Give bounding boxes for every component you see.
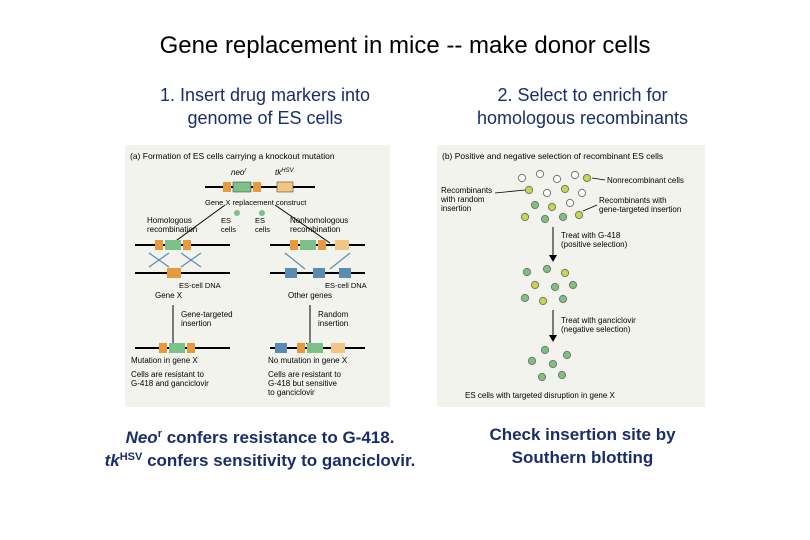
nonrecombinant-pointer bbox=[591, 177, 606, 181]
other-gene-c bbox=[339, 268, 351, 278]
nonrecombinant-label: Nonrecombinant cells bbox=[607, 176, 684, 185]
es-cell-right bbox=[259, 210, 265, 216]
gene-x-label: Gene X bbox=[155, 291, 183, 300]
right-exon-a bbox=[290, 240, 298, 250]
final-cell-cluster bbox=[527, 345, 572, 382]
left-exon-b bbox=[183, 240, 191, 250]
after-g418-cluster bbox=[520, 264, 578, 306]
panel-background bbox=[437, 145, 705, 407]
panel-a-caption: (a) Formation of ES cells carrying a kno… bbox=[130, 151, 335, 161]
random-recomb-pointer bbox=[494, 189, 526, 194]
knockout-diagram: (a) Formation of ES cells carrying a kno… bbox=[125, 145, 390, 407]
right-neo bbox=[300, 240, 316, 250]
result-right-gene-a bbox=[275, 343, 287, 353]
crossover-marks bbox=[148, 252, 202, 268]
left-exon-a bbox=[155, 240, 163, 250]
no-mutation-label: No mutation in gene X bbox=[268, 356, 348, 365]
treat-g418-label: Treat with G-418(positive selection) bbox=[561, 231, 628, 249]
result-left-exon-b bbox=[187, 343, 195, 353]
selection-diagram-svg: (b) Positive and negative selection of r… bbox=[437, 145, 705, 407]
construct-exon-2 bbox=[253, 182, 261, 192]
neo-marker bbox=[232, 181, 252, 193]
random-join-marks bbox=[284, 252, 351, 270]
construct-label: Gene X replacement construct bbox=[205, 198, 307, 207]
es-cell-left bbox=[234, 210, 240, 216]
other-genes-label: Other genes bbox=[288, 291, 332, 300]
result-right-tk bbox=[331, 343, 345, 353]
knockout-diagram-svg: (a) Formation of ES cells carrying a kno… bbox=[125, 145, 390, 407]
result-left-neo bbox=[169, 343, 185, 353]
result-right-exon bbox=[297, 343, 305, 353]
right-caption-line2: Southern blotting bbox=[511, 448, 654, 467]
left-caption: Neor confers resistance to G-418. tkHSV … bbox=[80, 426, 440, 472]
left-heading-line2: genome of ES cells bbox=[187, 108, 343, 128]
left-heading-line1: 1. Insert drug markers into bbox=[159, 85, 371, 105]
tk-label: tkHSV bbox=[275, 168, 295, 177]
targeted-recomb-pointer bbox=[582, 204, 598, 212]
construct-exon bbox=[223, 182, 231, 192]
left-neo bbox=[165, 240, 181, 250]
arrow-nonhomologous bbox=[274, 204, 331, 244]
right-heading-line2: homologous recombinants bbox=[476, 108, 689, 128]
arrowhead-ganciclovir bbox=[549, 335, 557, 342]
right-heading-line1: 2. Select to enrich for bbox=[497, 85, 668, 105]
right-tk bbox=[335, 240, 349, 250]
other-gene-b bbox=[313, 268, 325, 278]
neo-caption: Neor confers resistance to G-418. bbox=[125, 428, 395, 447]
es-dna-left-label: ES-cell DNA bbox=[179, 281, 221, 290]
tk-caption: tkHSV confers sensitivity to ganciclovir… bbox=[104, 451, 416, 470]
tk-marker bbox=[276, 181, 294, 193]
gene-x-native bbox=[167, 268, 181, 278]
treat-ganciclovir-label: Treat with ganciclovir(negative selectio… bbox=[561, 316, 636, 334]
arrowhead-g418 bbox=[549, 255, 557, 262]
result-left-exon-a bbox=[159, 343, 167, 353]
right-caption: Check insertion site by Southern blottin… bbox=[450, 423, 715, 469]
result-right-neo bbox=[307, 343, 323, 353]
left-heading: 1. Insert drug markers into genome of ES… bbox=[110, 84, 420, 130]
initial-cell-cluster bbox=[517, 169, 592, 224]
arrow-homologous bbox=[172, 204, 226, 244]
neo-label: neor bbox=[231, 168, 247, 177]
right-caption-line1: Check insertion site by bbox=[489, 425, 676, 444]
selection-diagram: (b) Positive and negative selection of r… bbox=[437, 145, 705, 407]
right-heading: 2. Select to enrich for homologous recom… bbox=[440, 84, 725, 130]
other-gene-a bbox=[285, 268, 297, 278]
page-title: Gene replacement in mice -- make donor c… bbox=[159, 32, 651, 59]
mutation-label: Mutation in gene X bbox=[131, 356, 198, 365]
final-cells-label: ES cells with targeted disruption in gen… bbox=[465, 391, 616, 400]
right-exon-b bbox=[318, 240, 326, 250]
es-dna-right-label: ES-cell DNA bbox=[325, 281, 367, 290]
panel-b-caption: (b) Positive and negative selection of r… bbox=[442, 151, 663, 161]
